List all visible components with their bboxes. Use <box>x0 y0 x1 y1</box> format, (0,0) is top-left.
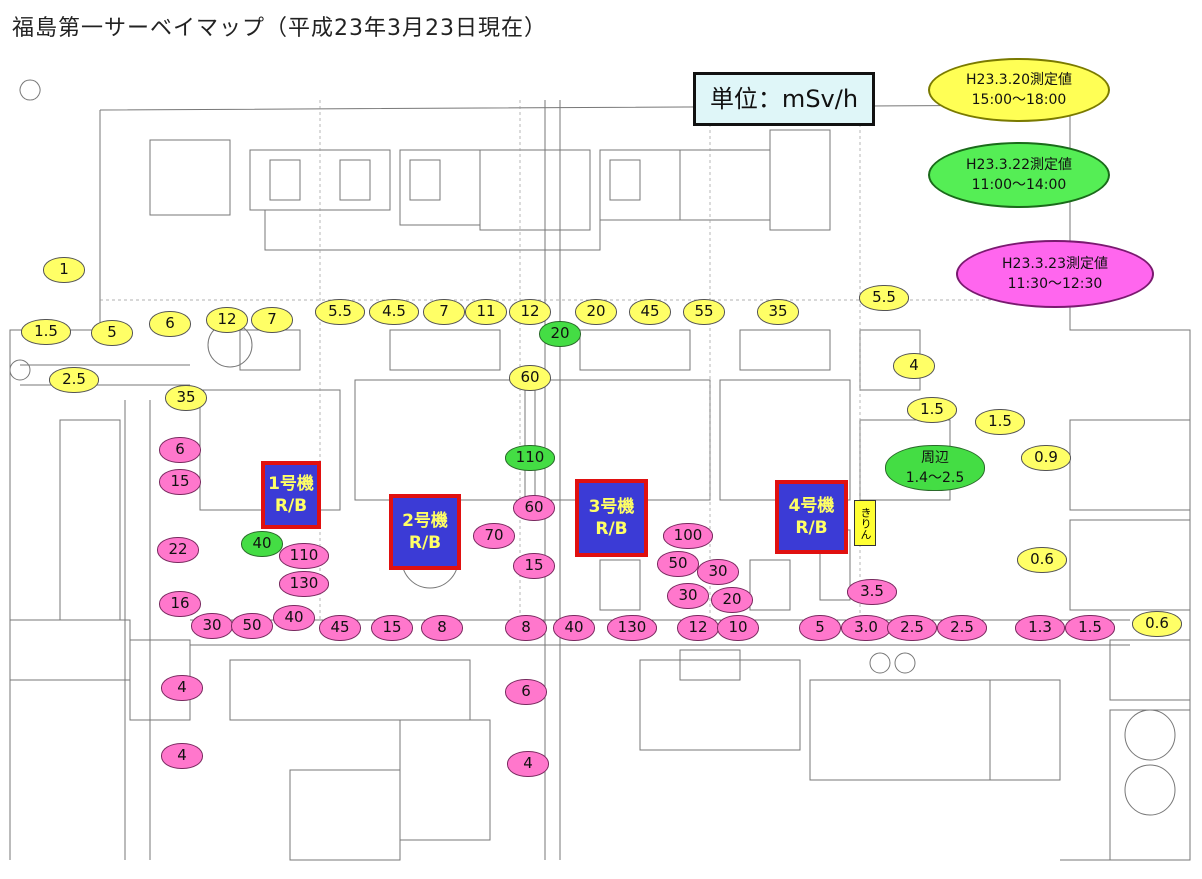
reading-bubble: 1 <box>43 257 85 283</box>
unit-sub: R/B <box>595 519 628 539</box>
reading-bubble: 10 <box>717 615 759 641</box>
reading-bubble: 5.5 <box>315 299 365 325</box>
unit-sub: R/B <box>274 496 308 516</box>
reading-bubble: 1.5 <box>907 397 957 423</box>
reading-bubble: 5 <box>91 320 133 346</box>
reading-bubble: 35 <box>165 385 207 411</box>
reading-bubble: 8 <box>421 615 463 641</box>
reading-bubble: 20 <box>539 321 581 347</box>
reading-bubble: 55 <box>683 299 725 325</box>
unit-label: 単位：mSv/h <box>693 72 875 126</box>
reading-bubble: 40 <box>241 531 283 557</box>
unit-name: 4号機 <box>788 496 835 516</box>
reading-bubble: 30 <box>191 613 233 639</box>
legend-item-0323: H23.3.23測定値 11:30～12:30 <box>956 240 1154 308</box>
reading-bubble: 1.5 <box>21 319 71 345</box>
reading-bubble: 20 <box>711 587 753 613</box>
reading-bubble: 40 <box>553 615 595 641</box>
reading-bubble: 4 <box>893 353 935 379</box>
reading-bubble: 3.5 <box>847 579 897 605</box>
reading-bubble: 22 <box>157 537 199 563</box>
reading-bubble: 6 <box>149 311 191 337</box>
reading-bubble: 2.5 <box>887 615 937 641</box>
unit-3-reactor-building: 3号機 R/B <box>575 479 648 557</box>
reading-bubble: 4 <box>507 751 549 777</box>
legend-time: 11:30～12:30 <box>1007 276 1103 292</box>
reading-bubble: 30 <box>667 583 709 609</box>
reading-bubble: 周辺 1.4～2.5 <box>885 445 985 491</box>
reading-bubble: 16 <box>159 591 201 617</box>
reading-bubble: 130 <box>607 615 657 641</box>
reading-bubble: 50 <box>231 613 273 639</box>
unit-sub: R/B <box>795 518 828 538</box>
legend-item-0320: H23.3.20測定値 15:00～18:00 <box>928 58 1110 122</box>
reading-bubble: 130 <box>279 571 329 597</box>
reading-bubble: 0.6 <box>1132 611 1182 637</box>
reading-bubble: 45 <box>629 299 671 325</box>
reading-bubble: 4 <box>161 743 203 769</box>
reading-bubble: 5 <box>799 615 841 641</box>
reading-bubble: 0.9 <box>1021 445 1071 471</box>
reading-bubble: 11 <box>465 299 507 325</box>
unit-sub: R/B <box>408 533 442 553</box>
page-title: 福島第一サーベイマップ（平成23年3月23日現在） <box>12 16 547 41</box>
reading-bubble: 110 <box>505 445 555 471</box>
reading-bubble: 8 <box>505 615 547 641</box>
reading-bubble: 35 <box>757 299 799 325</box>
reading-bubble: 12 <box>206 307 248 333</box>
reading-bubble: 2.5 <box>49 367 99 393</box>
reading-bubble: 1.3 <box>1015 615 1065 641</box>
reading-bubble: 50 <box>657 551 699 577</box>
legend-time: 15:00～18:00 <box>971 92 1067 108</box>
reading-bubble: 1.5 <box>975 409 1025 435</box>
legend-date: H23.3.20測定値 <box>966 72 1072 88</box>
reading-bubble: 4.5 <box>369 299 419 325</box>
unit-2-reactor-building: 2号機 R/B <box>389 494 461 570</box>
reading-bubble: 3.0 <box>841 615 891 641</box>
reading-bubble: 110 <box>279 543 329 569</box>
reading-bubble: 60 <box>509 365 551 391</box>
reading-bubble: 0.6 <box>1017 547 1067 573</box>
unit-name: 2号機 <box>402 511 448 531</box>
unit-4-reactor-building: 4号機 R/B <box>775 480 848 554</box>
reading-bubble: 4 <box>161 675 203 701</box>
reading-bubble: 70 <box>473 523 515 549</box>
reading-bubble: 6 <box>159 437 201 463</box>
reading-bubble: 45 <box>319 615 361 641</box>
reading-bubble: 5.5 <box>859 285 909 311</box>
legend-date: H23.3.22測定値 <box>966 157 1072 173</box>
legend-item-0322: H23.3.22測定値 11:00～14:00 <box>928 142 1110 208</box>
reading-bubble: 2.5 <box>937 615 987 641</box>
legend-time: 11:00～14:00 <box>971 177 1067 193</box>
reading-bubble: 12 <box>677 615 719 641</box>
reading-bubble: 20 <box>575 299 617 325</box>
reading-bubble: 7 <box>251 307 293 333</box>
unit-name: 1号機 <box>268 474 314 494</box>
reading-bubble: 15 <box>159 469 201 495</box>
kirin-label: きりん <box>854 500 876 546</box>
reading-bubble: 100 <box>663 523 713 549</box>
unit-1-reactor-building: 1号機 R/B <box>261 461 321 529</box>
legend-date: H23.3.23測定値 <box>1002 256 1108 272</box>
unit-name: 3号機 <box>588 497 635 517</box>
reading-bubble: 15 <box>371 615 413 641</box>
reading-bubble: 12 <box>509 299 551 325</box>
reading-bubble: 7 <box>423 299 465 325</box>
reading-bubble: 15 <box>513 553 555 579</box>
reading-bubble: 1.5 <box>1065 615 1115 641</box>
reading-bubble: 6 <box>505 679 547 705</box>
reading-bubble: 60 <box>513 495 555 521</box>
reading-bubble: 40 <box>273 605 315 631</box>
reading-bubble: 30 <box>697 559 739 585</box>
